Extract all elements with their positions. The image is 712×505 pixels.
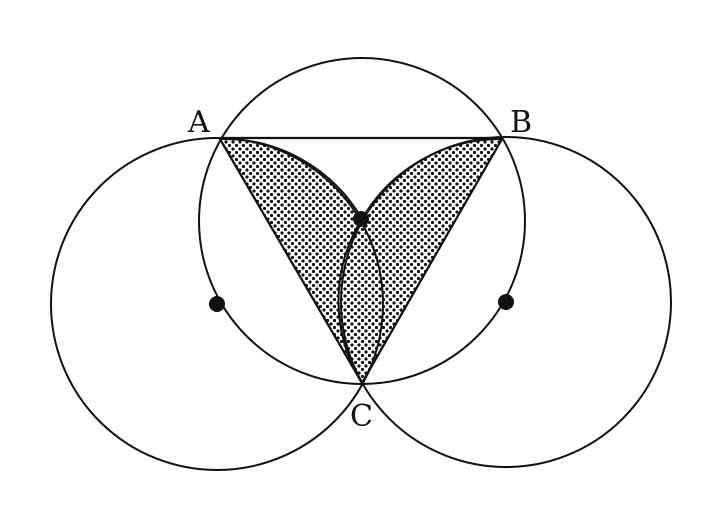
circle-right	[340, 136, 672, 468]
circle-left	[50, 137, 384, 471]
center-left-point	[209, 296, 225, 312]
label-b: B	[510, 105, 532, 140]
segment-bc	[361, 138, 503, 384]
segment-ac	[219, 138, 363, 384]
center-top-point	[353, 211, 369, 227]
label-c: C	[350, 399, 373, 434]
center-right-point	[498, 294, 514, 310]
label-a: A	[187, 105, 210, 140]
shaded-region-right	[337, 137, 504, 385]
